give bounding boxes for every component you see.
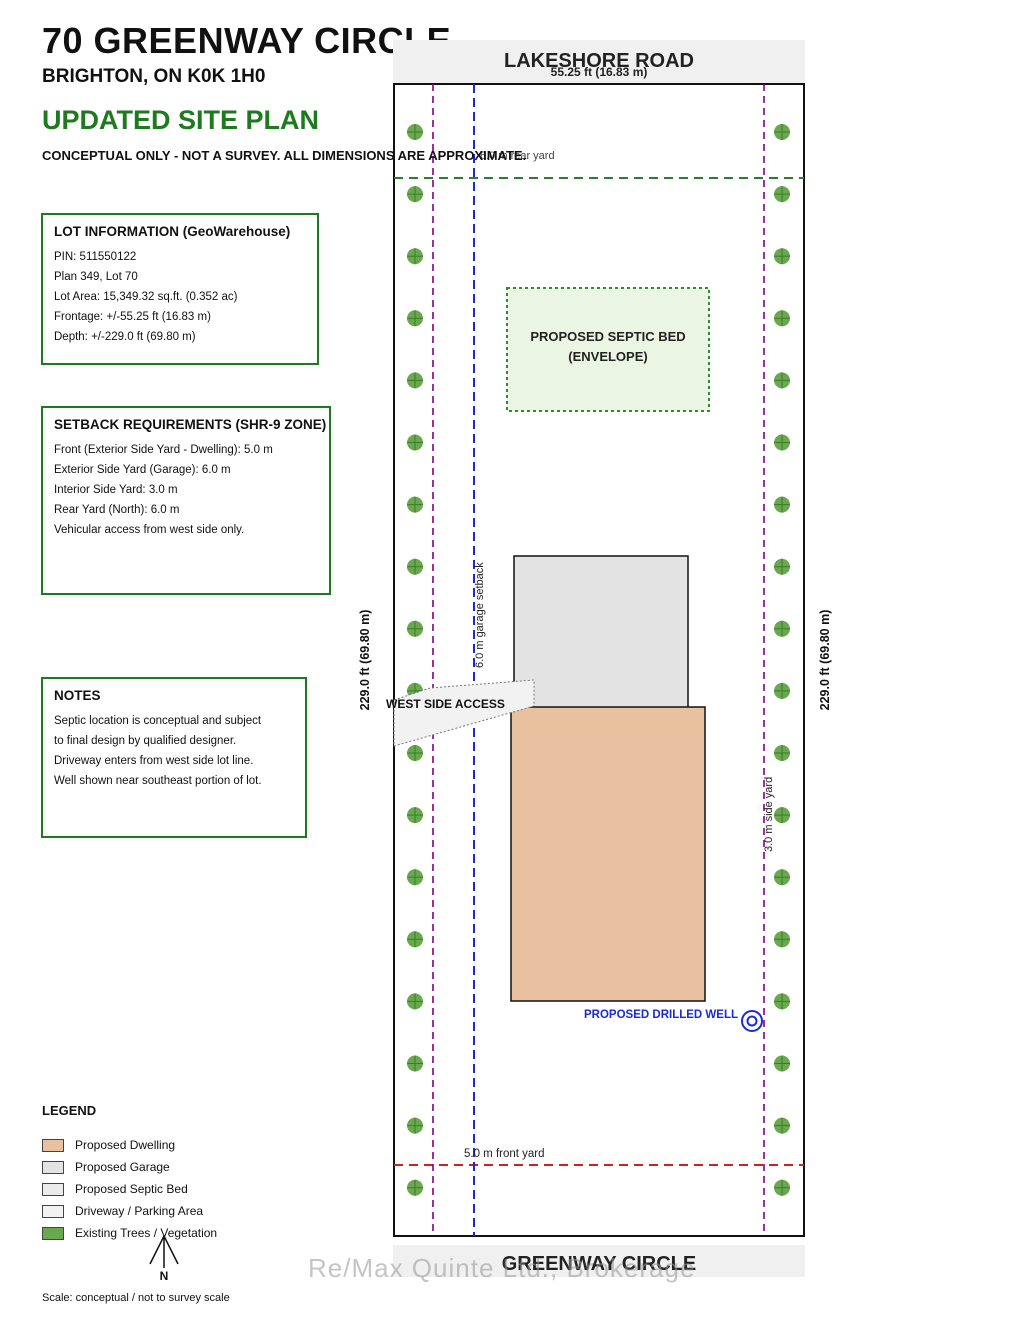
tree-icon	[407, 807, 423, 824]
rear-setback-label: 6.0 m rear yard	[480, 150, 555, 162]
tree-icon	[407, 558, 423, 575]
tree-icon	[774, 807, 790, 824]
tree-icon	[774, 558, 790, 575]
tree-icon	[774, 186, 790, 203]
setback-line: Vehicular access from west side only.	[54, 524, 245, 536]
scale-note: Scale: conceptual / not to survey scale	[42, 1292, 230, 1304]
plan-title: UPDATED SITE PLAN	[42, 105, 320, 135]
existing-trees	[407, 124, 790, 1196]
setback-line: Interior Side Yard: 3.0 m	[54, 484, 178, 496]
tree-icon	[774, 496, 790, 513]
driveway-area	[393, 679, 535, 747]
legend-swatch-dwelling	[42, 1139, 64, 1152]
legend-label: Proposed Dwelling	[75, 1138, 176, 1152]
tree-icon	[407, 186, 423, 203]
legend-label: Existing Trees / Vegetation	[75, 1226, 218, 1240]
legend-swatch-trees	[42, 1227, 64, 1240]
tree-icon	[407, 496, 423, 513]
legend-swatch-septic	[42, 1183, 64, 1196]
legend-swatch-driveway	[42, 1205, 64, 1218]
depth-label-left: 229.0 ft (69.80 m)	[358, 610, 372, 711]
lot-info-line: Frontage: +/-55.25 ft (16.83 m)	[54, 311, 211, 323]
notes-line: to final design by qualified designer.	[54, 735, 237, 747]
lot-info-box: LOT INFORMATION (GeoWarehouse) PIN: 5115…	[41, 213, 319, 365]
tree-icon	[774, 310, 790, 327]
tree-icon	[407, 1117, 423, 1134]
tree-icon	[774, 993, 790, 1010]
tree-icon	[407, 248, 423, 265]
proposed-garage	[513, 555, 689, 709]
tree-icon	[774, 682, 790, 699]
north-arrow-label: N	[160, 1269, 169, 1283]
tree-icon	[774, 1055, 790, 1072]
notes-box: NOTES Septic location is conceptual and …	[41, 677, 307, 838]
tree-icon	[774, 620, 790, 637]
drilled-well-icon	[741, 1010, 763, 1032]
setback-line: Exterior Side Yard (Garage): 6.0 m	[54, 464, 231, 476]
lot-info-line: Depth: +/-229.0 ft (69.80 m)	[54, 331, 196, 343]
lot-info-title: LOT INFORMATION (GeoWarehouse)	[54, 224, 291, 239]
disclaimer-text: CONCEPTUAL ONLY - NOT A SURVEY. ALL DIME…	[42, 148, 527, 163]
north-road-band	[393, 40, 805, 84]
septic-label-line1: PROPOSED SEPTIC BED	[530, 329, 685, 344]
frontage-dimension-label: 55.25 ft (16.83 m)	[551, 65, 648, 79]
legend-swatch-garage	[42, 1161, 64, 1174]
tree-icon	[774, 124, 790, 140]
well-label: PROPOSED DRILLED WELL	[584, 1009, 738, 1021]
tree-icon	[774, 1117, 790, 1134]
tree-icon	[407, 869, 423, 886]
tree-icon	[407, 1055, 423, 1072]
setback-line: Rear Yard (North): 6.0 m	[54, 504, 180, 516]
septic-bed-envelope	[506, 287, 710, 412]
tree-icon	[407, 620, 423, 637]
legend-label: Driveway / Parking Area	[75, 1204, 204, 1218]
setback-requirements-box: SETBACK REQUIREMENTS (SHR-9 ZONE) Front …	[41, 406, 331, 595]
driveway-label: WEST SIDE ACCESS	[386, 697, 505, 711]
legend-label: Proposed Garage	[75, 1160, 170, 1174]
south-road-band	[393, 1245, 805, 1277]
proposed-dwelling	[510, 706, 706, 1002]
septic-label-line2: (ENVELOPE)	[568, 349, 647, 364]
tree-icon	[407, 745, 423, 761]
tree-icon	[407, 993, 423, 1010]
notes-line: Well shown near southeast portion of lot…	[54, 775, 262, 787]
north-road-label: LAKESHORE ROAD	[504, 50, 694, 72]
setback-line: Front (Exterior Side Yard - Dwelling): 5…	[54, 444, 273, 456]
address-line-1: 70 GREENWAY CIRCLE	[42, 20, 452, 61]
tree-icon	[407, 372, 423, 389]
legend-label: Proposed Septic Bed	[75, 1182, 188, 1196]
watermark-text: Re/Max Quinte Ltd., Brokerage	[308, 1253, 696, 1283]
side-yard-label: 3.0 m side yard	[763, 777, 775, 852]
address-line-2: BRIGHTON, ON K0K 1H0	[42, 66, 266, 87]
tree-icon	[774, 745, 790, 761]
lot-info-line: Lot Area: 15,349.32 sq.ft. (0.352 ac)	[54, 291, 238, 303]
tree-icon	[407, 310, 423, 327]
tree-icon	[407, 434, 423, 451]
tree-icon	[774, 1179, 790, 1196]
tree-icon	[774, 372, 790, 389]
depth-label-right: 229.0 ft (69.80 m)	[818, 610, 832, 711]
tree-icon	[774, 931, 790, 948]
tree-icon	[774, 434, 790, 451]
setback-title: SETBACK REQUIREMENTS (SHR-9 ZONE)	[54, 417, 327, 432]
lot-info-line: Plan 349, Lot 70	[54, 271, 138, 283]
tree-icon	[774, 869, 790, 886]
notes-title: NOTES	[54, 688, 101, 703]
south-road-label: GREENWAY CIRCLE	[502, 1253, 696, 1275]
notes-line: Driveway enters from west side lot line.	[54, 755, 254, 767]
tree-icon	[407, 931, 423, 948]
lot-info-line: PIN: 511550122	[54, 251, 137, 263]
tree-icon	[774, 248, 790, 265]
legend-title: LEGEND	[42, 1103, 97, 1118]
tree-icon	[407, 1179, 423, 1196]
front-setback-label: 5.0 m front yard	[464, 1148, 545, 1160]
tree-icon	[407, 124, 423, 140]
lot-boundary	[393, 83, 805, 1237]
garage-setback-label: 6.0 m garage setback	[474, 562, 486, 668]
north-arrow-icon	[149, 1234, 179, 1268]
notes-line: Septic location is conceptual and subjec…	[54, 715, 262, 727]
